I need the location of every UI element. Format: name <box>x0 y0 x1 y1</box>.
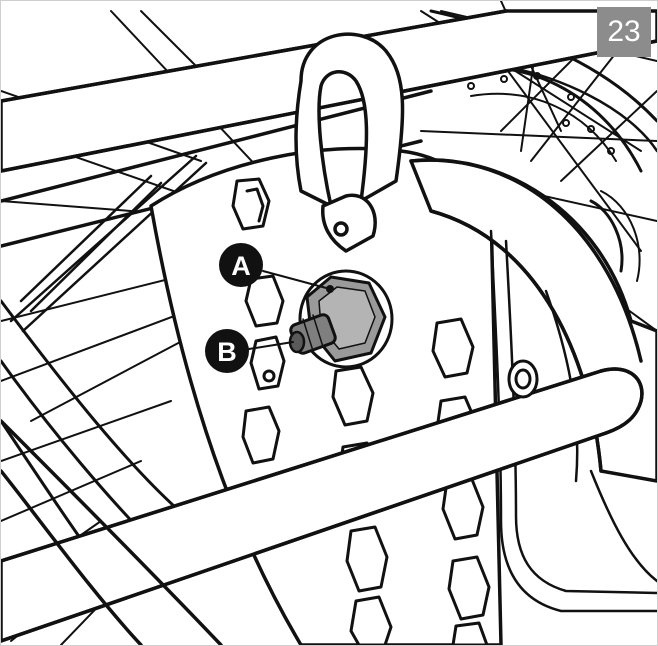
callout-a-label: A <box>231 251 251 281</box>
axle-nut-assembly <box>288 269 394 369</box>
callout-b-label: B <box>217 337 237 367</box>
callout-leaders <box>248 270 331 350</box>
callout-b: B <box>205 329 249 373</box>
upper-frame-tube <box>1 9 657 173</box>
u-bracket <box>294 32 405 253</box>
callout-a: A <box>219 243 263 287</box>
step-number-badge: 23 <box>597 7 651 57</box>
step-number: 23 <box>607 15 641 48</box>
